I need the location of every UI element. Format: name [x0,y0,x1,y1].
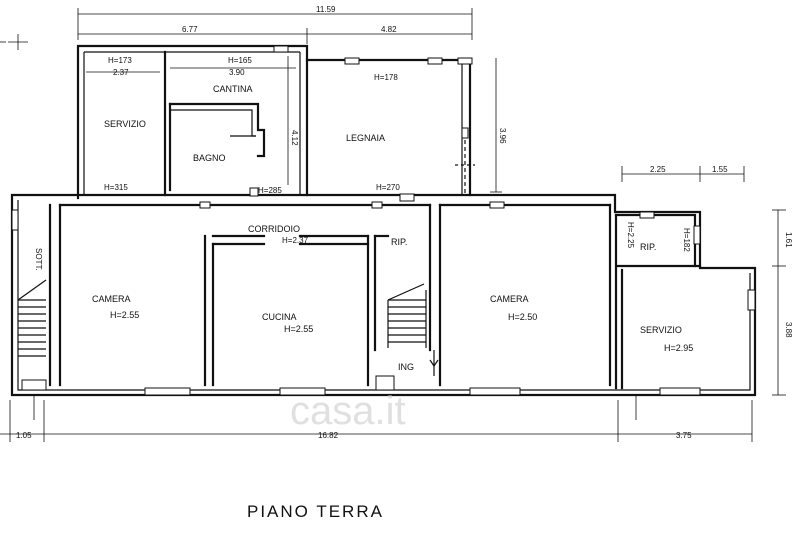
legnaia-label: LEGNAIA [346,133,385,143]
door-ing-arrow [429,350,439,376]
camera-right-height: H=2.50 [508,312,537,322]
sott-label: SOTT. [34,248,43,271]
cucina-height: H=2.55 [284,324,313,334]
dim-bottom-center: 16.82 [318,431,339,440]
cantina-height: H=165 [228,56,252,65]
dim-bottom-left: 1.05 [16,431,32,440]
dim-top-right: 4.82 [381,25,397,34]
rip-right-height-left: H=2.25 [626,222,635,249]
dim-legnaia-depth: 3.96 [498,128,507,144]
legnaia-dashed [455,140,475,195]
dim-servizio-width: 2.37 [113,68,129,77]
servizio-top-height-bottom: H=315 [104,183,128,192]
watermark: casa.it [290,389,406,433]
servizio-right-height: H=2.95 [664,343,693,353]
legnaia-height-bottom: H=270 [376,183,400,192]
dim-right-v2: 3.88 [784,322,793,338]
camera-right-label: CAMERA [490,294,529,304]
rip-center-label: RIP. [391,237,407,247]
bagno-height: H=285 [258,186,282,195]
dimension-lines [0,8,786,442]
stair-center [387,283,427,348]
servizio-top-height: H=173 [108,56,132,65]
servizio-right-label: SERVIZIO [640,325,682,335]
camera-left-label: CAMERA [92,294,131,304]
dim-top-left: 6.77 [182,25,198,34]
dim-bottom-right: 3.75 [676,431,692,440]
dim-right-w2: 1.55 [712,165,728,174]
dim-cantina-width: 3.90 [229,68,245,77]
cucina-label: CUCINA [262,312,297,322]
rip-right-label: RIP. [640,242,656,252]
corridoio-height: H=2.37 [282,236,309,245]
ing-label: ING [398,362,414,372]
camera-left-height: H=2.55 [110,310,139,320]
servizio-top-label: SERVIZIO [104,119,146,129]
rip-right-height-right: H=182 [682,228,691,252]
windows [11,45,756,396]
dim-right-v1: 1.61 [784,232,793,248]
walls [10,44,757,397]
dim-top-total: 11.59 [316,5,336,14]
bagno-label: BAGNO [193,153,226,163]
dim-right-w1: 2.25 [650,165,666,174]
legnaia-height: H=178 [374,73,398,82]
dim-cantina-depth: 4.12 [290,130,299,146]
stair-left [17,279,47,357]
plan-title: PIANO TERRA [247,502,384,521]
corridoio-label: CORRIDOIO [248,224,300,234]
cantina-label: CANTINA [213,84,253,94]
